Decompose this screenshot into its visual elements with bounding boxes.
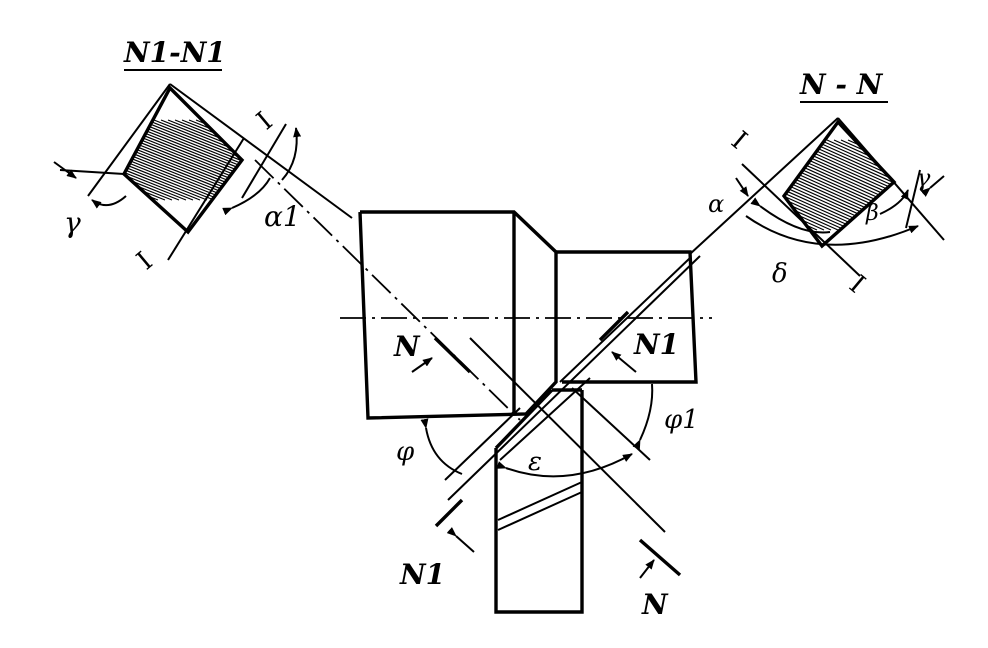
hatch-line <box>132 119 242 201</box>
hatch-line <box>124 119 145 201</box>
roman-I-right-top: I <box>725 126 752 156</box>
hatch-line <box>124 119 152 201</box>
hatch-line <box>124 119 138 201</box>
label-N-upper: N <box>393 330 421 363</box>
plane-N1-line <box>447 255 701 501</box>
hatch-line <box>784 139 894 231</box>
hatch-line <box>812 139 894 231</box>
label-phi1: φ1 <box>664 405 699 435</box>
phi1-arc <box>632 383 654 450</box>
hatch-line <box>784 139 790 231</box>
hatch-line <box>0 120 123 200</box>
hatch-line <box>0 120 95 200</box>
label-alpha1: α1 <box>264 200 301 233</box>
hatch-line <box>153 119 242 201</box>
hatch-line <box>124 119 242 201</box>
hatch-line <box>882 139 894 231</box>
hatch-line <box>939 140 988 230</box>
label-N1-lower: N1 <box>399 558 445 591</box>
hatch-line <box>124 119 222 201</box>
hatch-line <box>223 119 242 201</box>
phi-arc <box>420 418 463 475</box>
hatch-line <box>230 119 242 201</box>
hatch-line <box>826 139 894 231</box>
hatch-line <box>784 139 874 231</box>
hatch-line <box>124 119 173 201</box>
section-left-title: N1-N1 <box>123 36 226 69</box>
hatch-line <box>181 119 242 201</box>
hatch-line <box>0 120 116 200</box>
hatch-line <box>0 120 102 200</box>
tool-shank <box>494 388 584 614</box>
hatch-line <box>784 139 867 231</box>
hatch-line <box>0 120 67 200</box>
hatch-line <box>932 140 988 230</box>
label-delta: δ <box>772 259 788 289</box>
roman-I-left-top: I <box>251 106 278 136</box>
hatch-line <box>174 119 242 201</box>
hatch-line <box>889 139 894 231</box>
hatch-line <box>146 119 242 201</box>
hatch-line <box>124 119 242 201</box>
hatch-line <box>0 120 81 200</box>
label-N-lower: N <box>641 588 669 621</box>
hatch-line <box>0 120 74 200</box>
hatch-line <box>0 120 60 200</box>
hatch-line <box>784 139 860 231</box>
hatch-line <box>160 119 242 201</box>
hatch-line <box>124 119 236 201</box>
hatch-line <box>833 139 894 231</box>
hatch-line <box>784 139 881 231</box>
section-right-title: N - N <box>799 68 884 101</box>
hatch-line <box>784 139 839 231</box>
hatch-line <box>124 119 187 201</box>
label-phi: φ <box>396 437 415 467</box>
hatch-line <box>784 139 894 231</box>
section-N1-N1 <box>0 83 459 261</box>
label-alpha: α <box>708 190 724 218</box>
label-gamma-right: γ <box>916 164 931 192</box>
tool-holder-right <box>556 250 698 384</box>
hatch-line <box>784 139 894 231</box>
plane-N-trace <box>469 337 666 533</box>
hatch-line <box>784 139 853 231</box>
hatch-line <box>784 139 894 231</box>
hatch-line <box>124 119 242 201</box>
label-beta: β <box>865 201 879 226</box>
hatch-line <box>259 120 459 200</box>
plane-N-line <box>254 159 521 421</box>
hatch-line <box>125 119 242 201</box>
label-epsilon: ε <box>528 447 542 477</box>
tool-holder-left <box>358 210 558 420</box>
hatch-line <box>582 140 782 230</box>
hatch-line <box>124 119 180 201</box>
hatch-line <box>167 119 242 201</box>
hatch-line <box>124 119 201 201</box>
hatch-line <box>124 119 215 201</box>
hatch-line <box>784 139 846 231</box>
hatch-line <box>139 119 242 201</box>
hatch-line <box>805 139 894 231</box>
hatch-line <box>784 139 804 231</box>
label-gamma-left: γ <box>64 206 81 239</box>
hatch-line <box>124 119 131 201</box>
hatch-line <box>124 119 194 201</box>
hatch-line <box>568 140 768 230</box>
hatch-line <box>0 120 88 200</box>
hatch-line <box>124 119 208 201</box>
hatch-line <box>575 140 775 230</box>
hatch-line <box>897 140 988 230</box>
roman-I-left-bottom: I <box>131 246 158 276</box>
hatch-line <box>784 139 894 231</box>
hatch-line <box>819 139 894 231</box>
epsilon-arc <box>496 453 633 478</box>
hatch-line <box>124 119 242 201</box>
hatch-line <box>798 139 894 231</box>
hatch-line <box>124 119 242 201</box>
label-N1-upper: N1 <box>633 328 679 361</box>
